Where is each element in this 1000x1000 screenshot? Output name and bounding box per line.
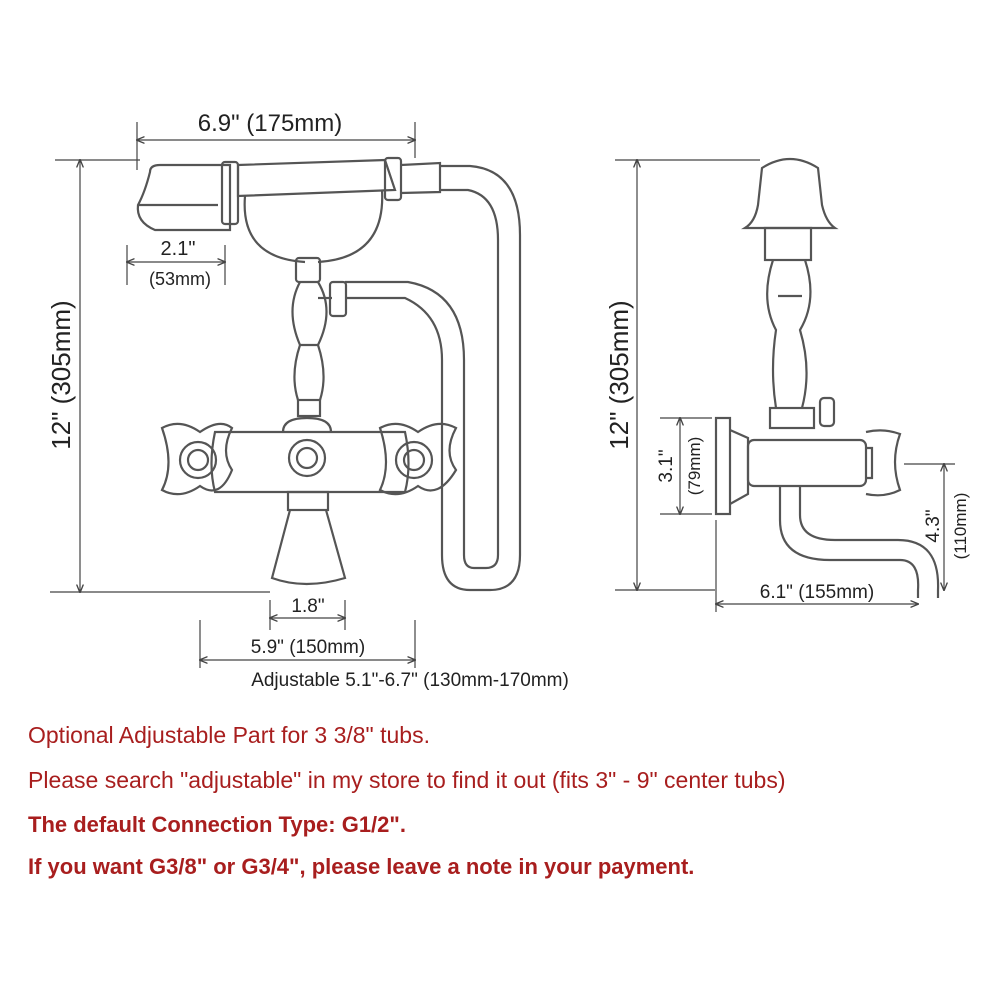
spout-drop-mm-label: (110mm) — [951, 493, 970, 560]
head-width-mm-label: (53mm) — [149, 269, 211, 289]
adjustable-range-label: Adjustable 5.1"-6.7" (130mm-170mm) — [251, 670, 569, 691]
spout-drop-label: 4.3" — [923, 509, 944, 542]
dimension-lines — [50, 122, 955, 668]
side-view — [714, 157, 940, 598]
hand-shower-width-label: 6.9" (175mm) — [198, 110, 343, 137]
spout-gap-label: 1.8" — [291, 596, 324, 617]
note-other-connection: If you want G3/8" or G3/4", please leave… — [28, 854, 695, 879]
riser-stem — [291, 256, 348, 418]
front-view — [136, 156, 522, 592]
hand-shower — [136, 156, 442, 264]
head-width-label: 2.1" — [161, 238, 196, 260]
hose — [345, 164, 522, 592]
note-default-connection: The default Connection Type: G1/2". — [28, 812, 406, 837]
note-optional-part: Optional Adjustable Part for 3 3/8" tubs… — [28, 722, 430, 748]
total-height-front-label: 12" (305mm) — [46, 300, 76, 449]
note-search-adjustable: Please search "adjustable" in my store t… — [28, 767, 786, 793]
spout-reach-label: 6.1" (155mm) — [760, 582, 874, 603]
wall-plate-height-label: 3.1" — [656, 449, 677, 482]
valve-body — [160, 416, 458, 586]
center-distance-label: 5.9" (150mm) — [251, 637, 365, 658]
wall-plate-height-mm-label: (79mm) — [685, 437, 704, 496]
total-height-side-label: 12" (305mm) — [604, 300, 634, 449]
side-hand-shower — [741, 157, 839, 230]
